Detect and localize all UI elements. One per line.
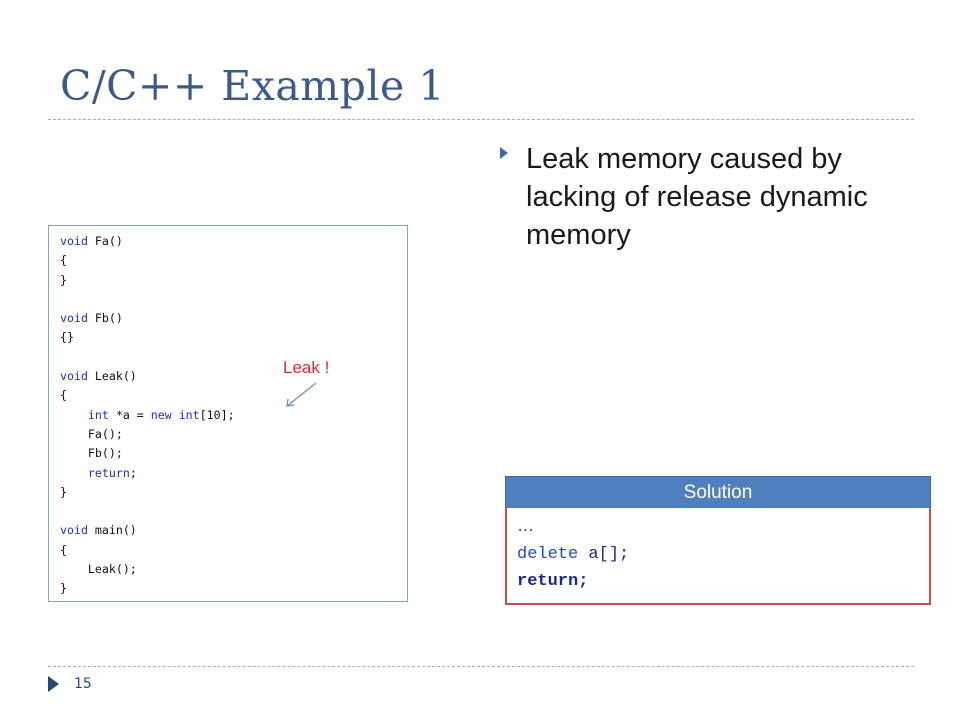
solution-line-delete: delete a[]; <box>517 545 629 564</box>
code-line: int *a = new int[10]; <box>87 407 235 422</box>
solution-body: … delete a[]; return; <box>505 508 931 605</box>
delete-keyword: delete <box>517 545 579 564</box>
code-line <box>60 348 235 367</box>
code-keyword: void <box>60 369 88 384</box>
leak-label: Leak ! <box>283 358 330 377</box>
code-listing: void Fa() {} void Fb() {} void Leak() { int *… <box>60 232 235 599</box>
delete-operand: a[]; <box>578 545 630 564</box>
code-line: void Leak() <box>60 369 137 384</box>
code-line: {} <box>60 330 74 345</box>
code-keyword: return <box>87 465 130 480</box>
code-line: { <box>60 388 67 403</box>
code-line: void Fb() <box>60 311 123 326</box>
code-box: void Fa() {} void Fb() {} void Leak() { int *… <box>48 225 408 602</box>
title-divider <box>48 119 914 120</box>
bullet-text: Leak memory caused by lacking of release… <box>526 143 868 251</box>
code-line: return; <box>87 465 137 480</box>
code-line: Leak(); <box>87 562 137 577</box>
bullet-arrow-icon <box>500 147 508 159</box>
code-keyword: int <box>178 407 200 422</box>
page-number: 15 <box>74 676 92 692</box>
code-line: } <box>60 484 67 499</box>
code-line: { <box>60 542 67 557</box>
leak-arrow-icon <box>286 382 317 407</box>
code-keyword: int <box>87 407 109 422</box>
code-line <box>60 290 235 309</box>
code-keyword: void <box>60 311 88 326</box>
code-line <box>60 502 235 521</box>
solution-line-return: return; <box>517 572 589 591</box>
code-keyword: void <box>60 523 88 538</box>
footer-divider <box>48 666 914 667</box>
slide-title: C/C++ Example 1 <box>60 62 445 110</box>
code-line: Fb(); <box>87 446 123 461</box>
code-line: void main() <box>60 523 137 538</box>
code-line: Fa(); <box>87 426 123 441</box>
code-line: { <box>60 253 67 268</box>
solution-line-ellipsis: … <box>517 516 534 535</box>
code-line: } <box>60 581 67 596</box>
code-keyword: void <box>60 234 88 248</box>
code-line: } <box>60 272 67 287</box>
page-marker-icon <box>48 676 59 692</box>
code-line: void Fa() <box>60 234 123 248</box>
solution-header: Solution <box>505 476 931 509</box>
code-keyword: new <box>150 407 172 422</box>
